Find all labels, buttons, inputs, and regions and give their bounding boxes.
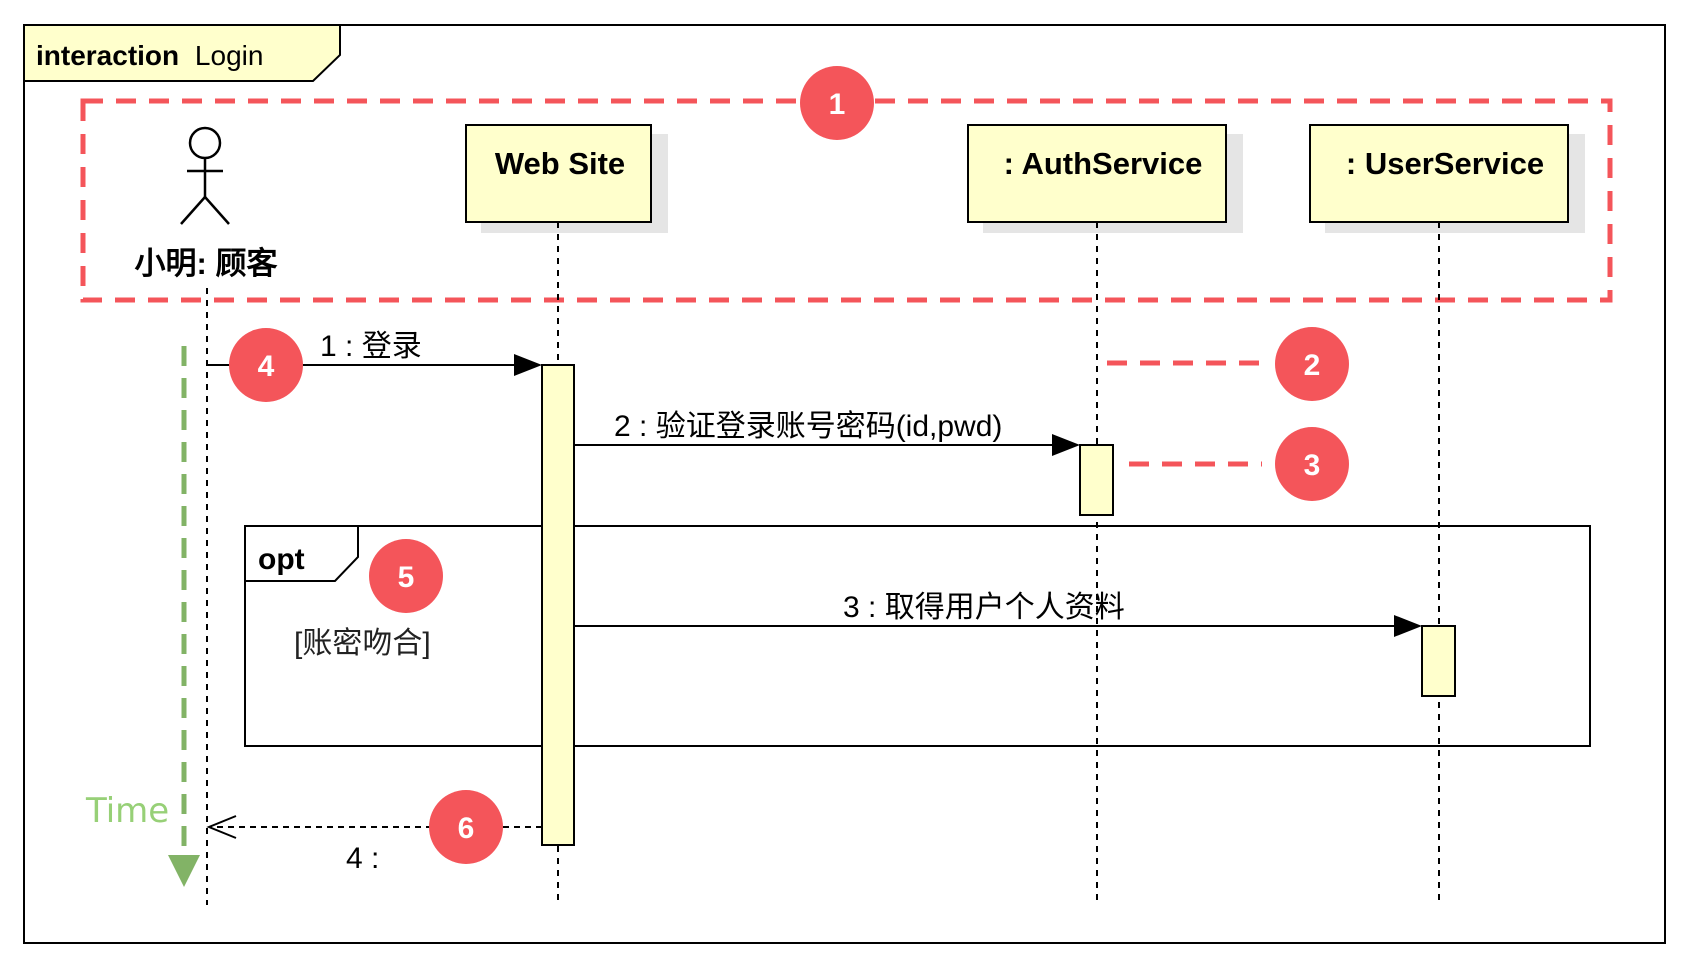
website-header-box (465, 124, 652, 223)
actor-label: 小明: 顾客 (135, 246, 278, 281)
actor-stick-figure-icon (180, 126, 230, 225)
user-header-box (1309, 124, 1569, 223)
frame-keyword: interaction (36, 40, 179, 71)
marker-3: 3 (1275, 427, 1349, 501)
marker-2: 2 (1275, 327, 1349, 401)
message-3-arrowhead (1394, 615, 1422, 637)
time-axis-arrowhead (168, 855, 200, 887)
svg-text:2: 2 (1304, 349, 1321, 382)
website-activation-bar (541, 364, 575, 846)
frame-name: Login (195, 40, 264, 71)
frame-title-tab (23, 24, 341, 82)
message-1-arrowhead (514, 354, 542, 376)
user-header-label: : UserService (1346, 146, 1544, 181)
website-header-label: Web Site (495, 146, 625, 181)
user-activation-bar (1421, 625, 1456, 697)
opt-operator: opt (258, 543, 305, 576)
opt-fragment (244, 525, 1591, 747)
frame-title: interaction Login (36, 40, 263, 71)
message-2-arrowhead (1052, 434, 1080, 456)
marker-5: 5 (369, 539, 443, 613)
message-4-open-arrowhead (206, 815, 237, 839)
message-3-label: 3 : 取得用户个人资料 (843, 591, 1125, 624)
marker-4: 4 (229, 328, 303, 402)
message-4-label: 4 : (346, 842, 379, 875)
message-1-label: 1 : 登录 (320, 330, 422, 363)
svg-text:4: 4 (258, 350, 275, 383)
svg-text:3: 3 (1304, 449, 1321, 482)
opt-guard: [账密吻合] (294, 627, 431, 660)
marker-1: 1 (800, 66, 874, 140)
auth-header-label: : AuthService (1004, 146, 1203, 181)
auth-activation-bar (1079, 444, 1114, 516)
message-2-label: 2 : 验证登录账号密码(id,pwd) (614, 410, 1002, 443)
time-label: Time (85, 791, 169, 831)
opt-fragment-tab (244, 525, 359, 582)
marker-6: 6 (429, 790, 503, 864)
svg-text:1: 1 (829, 88, 846, 121)
svg-text:6: 6 (458, 812, 475, 845)
svg-text:5: 5 (398, 561, 415, 594)
auth-header-box (967, 124, 1227, 223)
